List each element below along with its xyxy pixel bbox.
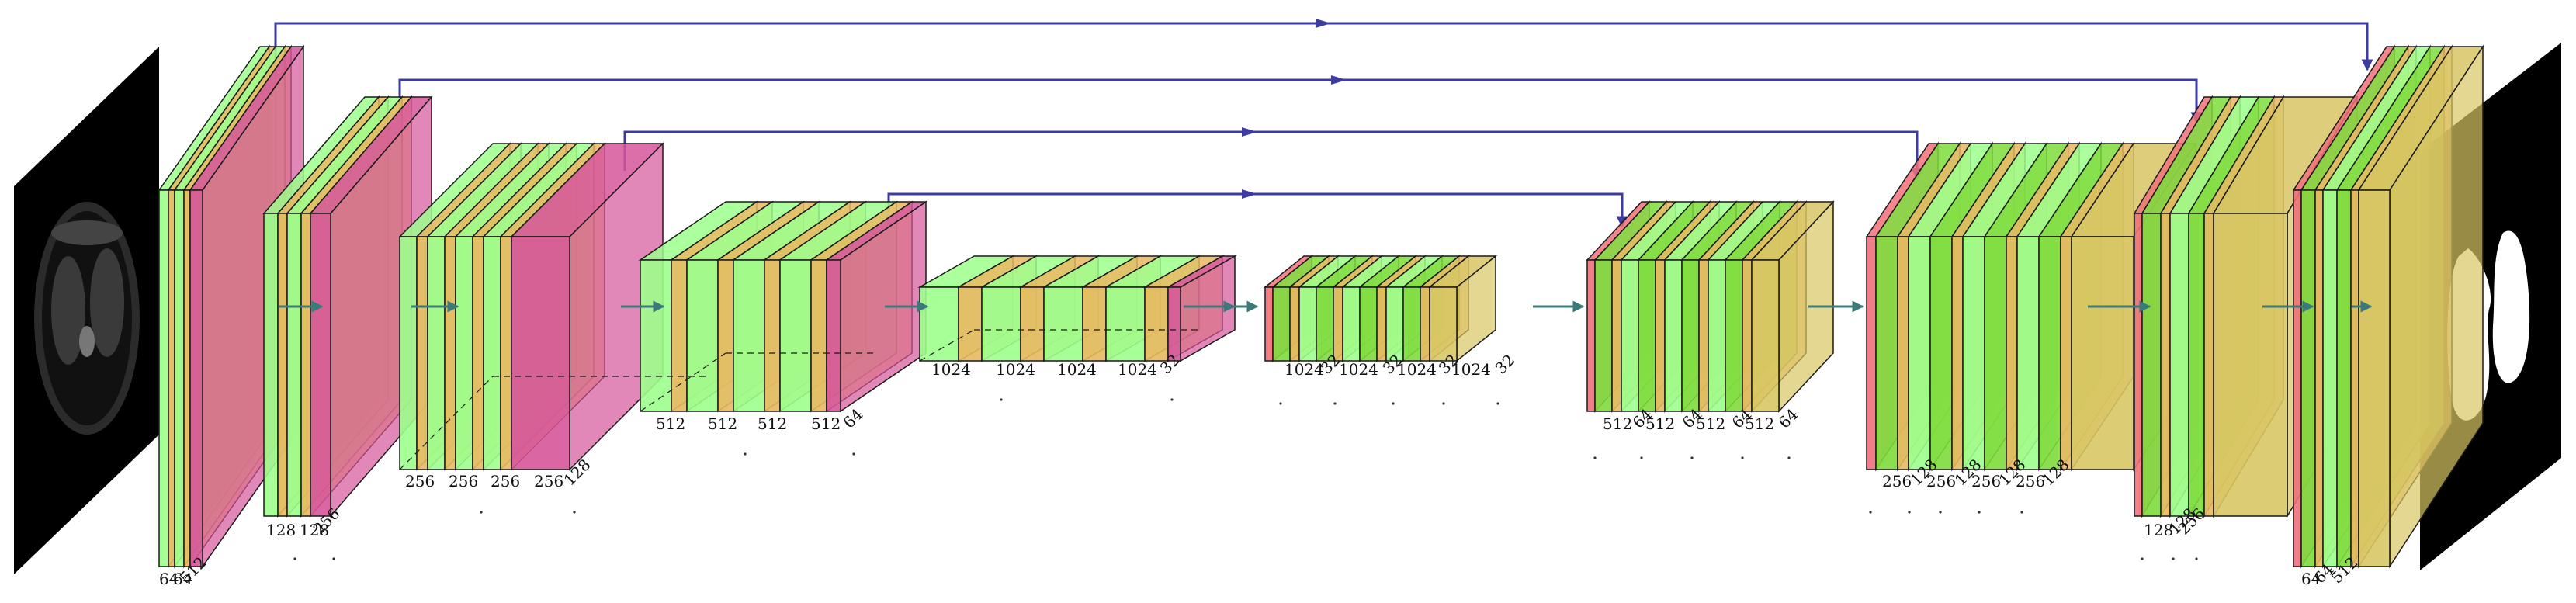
skip-connection-3	[623, 130, 1923, 180]
encoder-block-3-label-4: 256	[534, 472, 563, 490]
encoder-block-2-label-2: 128	[300, 521, 329, 539]
encoder-block-3-slab-9	[510, 142, 664, 471]
ellipsis-dot	[573, 511, 576, 514]
encoder-block-5-slab-9	[1166, 255, 1237, 362]
ellipsis-dot	[1741, 456, 1744, 459]
network-blocks	[158, 44, 2484, 569]
decoder-block-5	[1263, 255, 1498, 362]
encoder-block-5-label-4: 1024	[1118, 360, 1157, 379]
encoder-block-2	[262, 95, 433, 518]
encoder-block-5	[917, 255, 1237, 362]
decoder-block-1-slab-7	[2357, 44, 2484, 569]
ellipsis-dot	[1939, 511, 1942, 514]
encoder-block-5-label-2: 1024	[996, 360, 1035, 379]
encoder-block-4-label-3: 512	[758, 414, 787, 433]
decoder-block-1	[2292, 44, 2484, 569]
ellipsis-dot	[1908, 511, 1911, 514]
decoder-block-5-label-1: 1024	[1285, 360, 1324, 379]
ellipsis-dot	[332, 557, 335, 560]
decoder-block-4-label-5: 512	[1696, 414, 1725, 433]
ellipsis-dot	[1787, 456, 1791, 459]
ellipsis-dot	[1640, 456, 1643, 459]
ellipsis-dot	[480, 511, 483, 514]
decoder-block-3	[1865, 141, 2197, 472]
encoder-block-1-label-1: 64	[159, 570, 179, 588]
ellipsis-dot	[1392, 402, 1395, 405]
decoder-block-1-label-1: 64	[2301, 570, 2321, 588]
encoder-block-4	[638, 200, 928, 413]
decoder-block-4-label-7: 512	[1745, 414, 1774, 433]
skip-connection-2	[398, 78, 2203, 124]
decoder-block-3-label-7: 256	[2016, 472, 2045, 490]
skip-connection-1	[274, 22, 2373, 78]
decoder-block-3-label-3: 256	[1926, 472, 1956, 490]
ellipsis-dot	[1442, 402, 1445, 405]
encoder-block-5-label-1: 1024	[931, 360, 971, 379]
depth-guide-line	[399, 376, 494, 470]
encoder-block-3-label-3: 256	[491, 472, 520, 490]
ellipsis-dot	[2172, 557, 2175, 560]
ellipsis-dot	[852, 452, 855, 456]
ellipsis-dot	[2141, 557, 2144, 560]
encoder-block-2-label-1: 128	[266, 521, 296, 539]
decoder-block-5-label-7: 1024	[1451, 360, 1491, 379]
decoder-block-5-label-3: 1024	[1339, 360, 1378, 379]
ellipsis-dot	[1279, 402, 1282, 405]
encoder-block-3	[398, 142, 664, 471]
decoder-block-4-label-3: 512	[1645, 414, 1675, 433]
decoder-block-3-label-5: 256	[1971, 472, 2001, 490]
decoder-block-4-label-1: 512	[1603, 414, 1632, 433]
encoder-block-3-label-1: 256	[405, 472, 435, 490]
decoder-block-5-label-5: 1024	[1397, 360, 1437, 379]
decoder-block-4-slab-13	[1750, 200, 1835, 413]
ellipsis-dot	[744, 452, 747, 456]
encoder-block-4-slab-9	[824, 200, 928, 413]
ellipsis-dot	[293, 557, 296, 560]
decoder-block-3-label-1: 256	[1882, 472, 1912, 490]
ellipsis-dot	[2020, 511, 2023, 514]
encoder-block-3-label-2: 256	[449, 472, 478, 490]
decoder-block-2-label-1: 128	[2144, 521, 2173, 539]
decoder-block-4	[1586, 200, 1835, 413]
input-ct-image	[14, 47, 159, 574]
ellipsis-dot	[1333, 402, 1337, 405]
ellipsis-dot	[2195, 557, 2198, 560]
encoder-block-4-label-2: 512	[708, 414, 737, 433]
decoder-block-5-slab-13	[1427, 255, 1498, 362]
ellipsis-dot	[1869, 511, 1872, 514]
encoder-block-4-label-4: 512	[811, 414, 841, 433]
ellipsis-dot	[1593, 456, 1597, 459]
ellipsis-dot	[1000, 398, 1003, 401]
skip-connection-4	[887, 192, 1628, 228]
encoder-block-5-label-3: 1024	[1057, 360, 1097, 379]
ellipsis-dot	[1978, 511, 1981, 514]
ellipsis-dot	[1496, 402, 1499, 405]
encoder-block-4-label-1: 512	[656, 414, 685, 433]
ellipsis-dot	[1170, 398, 1174, 401]
decoder-block-5-label-8: 32	[1492, 351, 1519, 378]
encoder-block-1-label-2: 64	[173, 570, 192, 588]
ellipsis-dot	[1690, 456, 1694, 459]
